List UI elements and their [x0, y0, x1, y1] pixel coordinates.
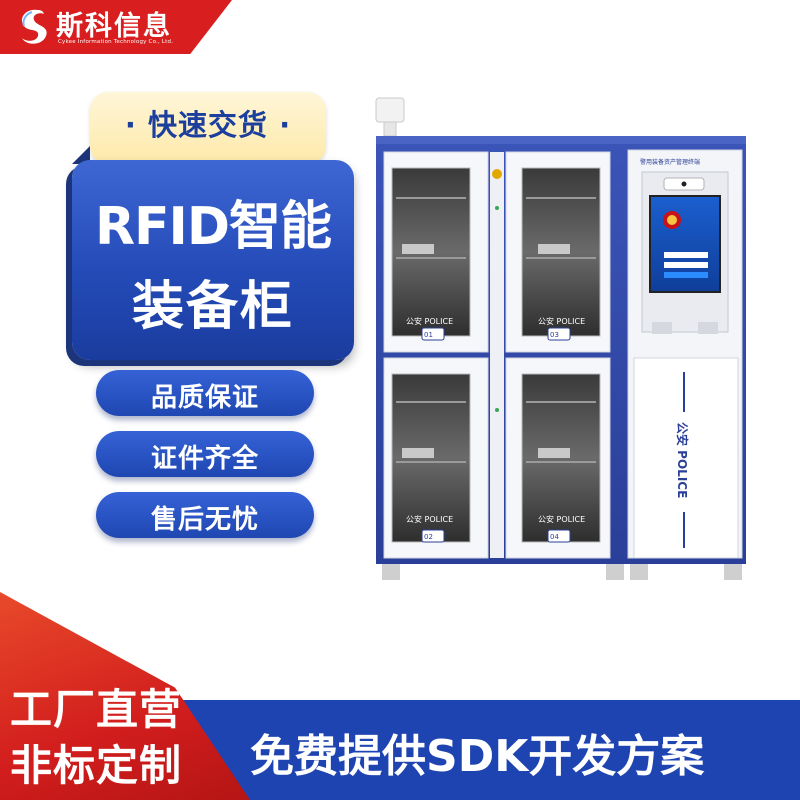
- title-line-2: 装备柜: [131, 277, 294, 337]
- title-line-1: RFID智能: [94, 197, 332, 257]
- company-subtitle: Cykee Information Technology Co., Ltd.: [58, 39, 174, 45]
- feature-pill-quality: 品质保证: [96, 370, 314, 416]
- door-number: 03: [550, 331, 559, 339]
- feature-pill-certificates: 证件齐全: [96, 431, 314, 477]
- door-number: 01: [424, 331, 433, 339]
- cabinet-feet: [382, 564, 742, 580]
- company-logo-icon: [21, 9, 47, 44]
- feature-label: 售后无忧: [150, 505, 259, 535]
- terminal-title: 警用装备资产管理终端: [640, 158, 700, 166]
- fast-delivery-badge: · 快速交货 ·: [90, 92, 326, 164]
- side-police-label: 公安 POLICE: [675, 422, 690, 498]
- door-label: 公安 POLICE: [538, 514, 585, 524]
- factory-direct-text: 工厂直营: [10, 685, 183, 734]
- door-number: 02: [424, 533, 433, 541]
- rfid-reader-icon: [375, 97, 405, 137]
- title-card: RFID智能 装备柜: [72, 160, 354, 360]
- left-cabinet-doors: 公安 POLICE 01 公安 POLICE 03 公安 POLICE 02 公…: [383, 151, 611, 559]
- custom-made-text: 非标定制: [10, 741, 183, 790]
- feature-label: 品质保证: [150, 383, 259, 413]
- door-label: 公安 POLICE: [406, 514, 453, 524]
- company-name: 斯科信息: [56, 11, 172, 42]
- terminal-panel: 警用装备资产管理终端 公安 POLICE: [627, 149, 743, 559]
- rfid-cabinet-illustration: 公安 POLICE 01 公安 POLICE 03 公安 POLICE 02 公…: [375, 97, 746, 580]
- fast-delivery-text: · 快速交货 ·: [124, 108, 292, 142]
- logo-ribbon: 斯科信息 Cykee Information Technology Co., L…: [0, 0, 232, 54]
- door-number: 04: [550, 533, 559, 541]
- sdk-slogan: 免费提供SDK开发方案: [250, 731, 705, 782]
- feature-label: 证件齐全: [150, 444, 259, 474]
- door-label: 公安 POLICE: [538, 316, 585, 326]
- door-label: 公安 POLICE: [406, 316, 453, 326]
- feature-pill-after-sales: 售后无忧: [96, 492, 314, 538]
